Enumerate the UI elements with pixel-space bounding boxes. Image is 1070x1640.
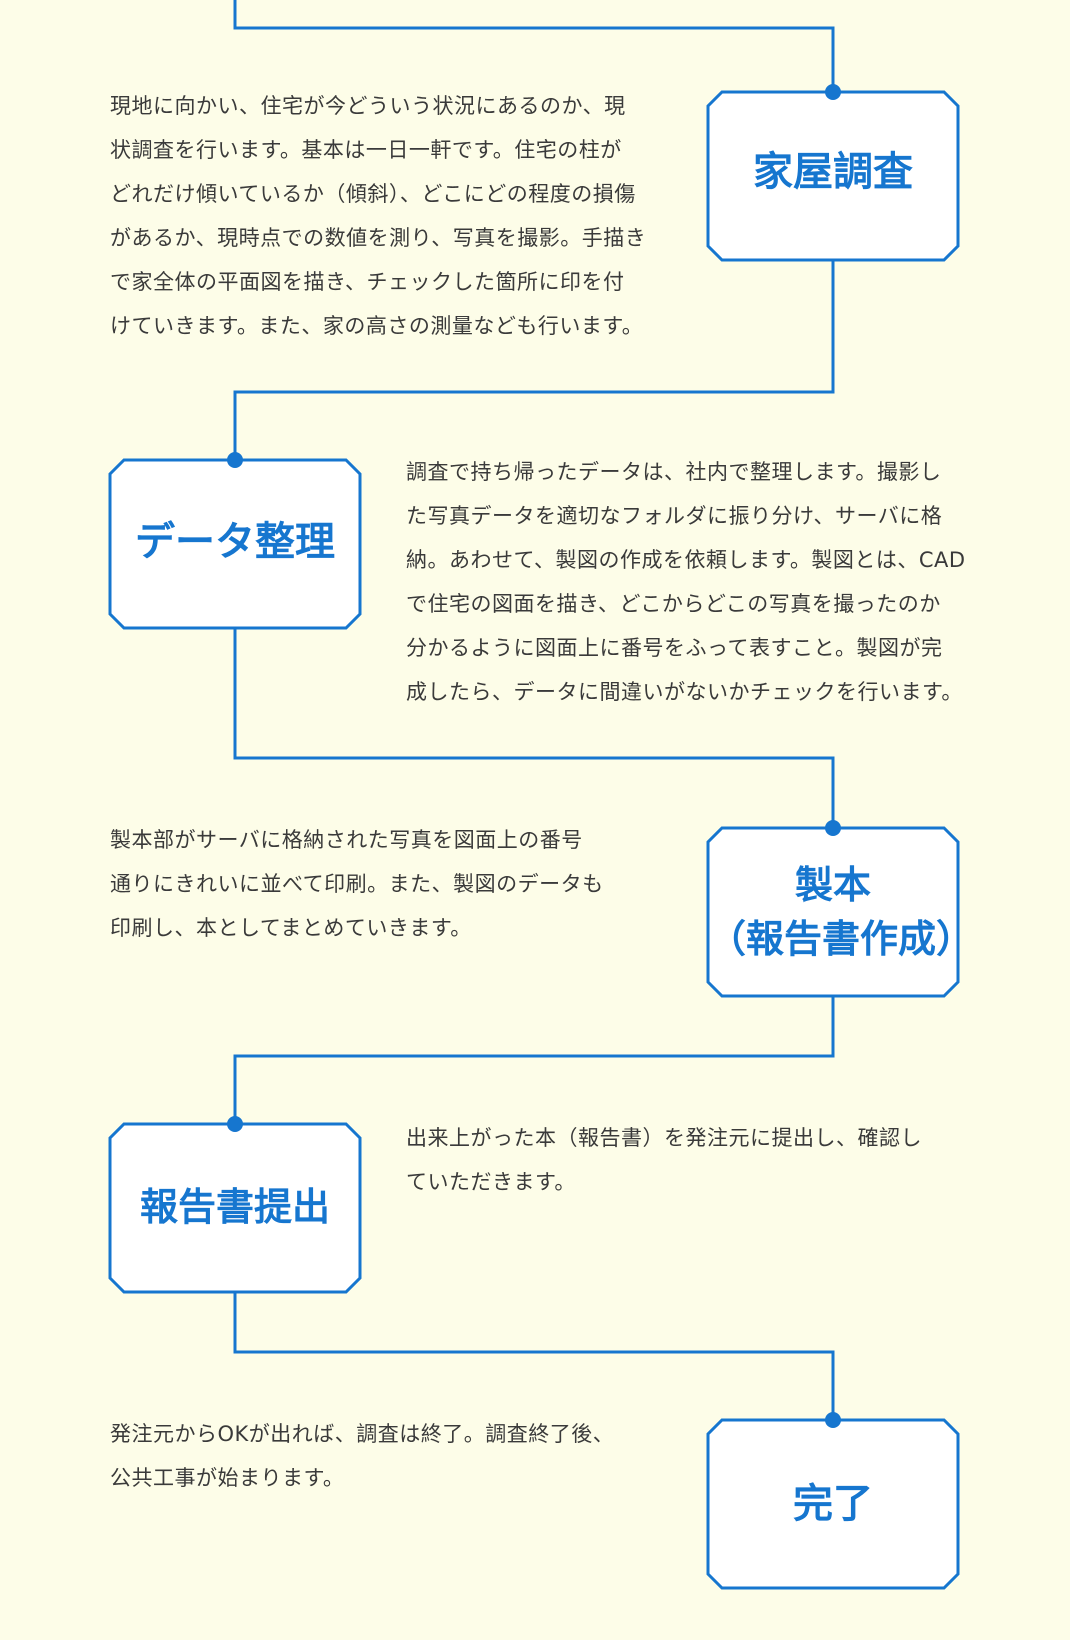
connector-line [233, 260, 835, 460]
connector-lines [233, 0, 835, 1420]
step-title-bookbinding: 製本 （報告書作成） [708, 858, 975, 966]
step-box [108, 1122, 362, 1294]
step-title-line: 報告書提出 [139, 1185, 330, 1229]
description-line: 印刷し、本としてまとめていきます。 [110, 916, 472, 940]
description-line: 納。あわせて、製図の作成を依頼します。製図とは、CAD [406, 548, 966, 572]
step-description-data-organization: 調査で持ち帰ったデータは、社内で整理します。撮影し た写真データを適切なフォルダ… [406, 450, 966, 714]
description-line: けていきます。また、家の高さの測量なども行います。 [110, 314, 644, 338]
description-line: 通りにきれいに並べて印刷。また、製図のデータも [110, 872, 604, 896]
step-description-bookbinding: 製本部がサーバに格納された写真を図面上の番号 通りにきれいに並べて印刷。また、製… [110, 818, 670, 950]
connector-dots [227, 84, 841, 1428]
connector-dot [825, 84, 841, 100]
connector-line [233, 628, 835, 828]
step-box [706, 826, 960, 998]
description-line: 成したら、データに間違いがないかチェックを行います。 [406, 680, 963, 704]
description-line: 公共工事が始まります。 [110, 1466, 345, 1490]
description-line: で家全体の平面図を描き、チェックした箇所に印を付 [110, 270, 625, 294]
step-box [108, 458, 362, 630]
description-line: 調査で持ち帰ったデータは、社内で整理します。撮影し [406, 460, 942, 484]
step-title-completion: 完了 [708, 1476, 958, 1532]
step-boxes [108, 90, 960, 1590]
step-title-line: 製本 [794, 863, 871, 907]
connector-line [233, 0, 835, 92]
step-description-house-survey: 現地に向かい、住宅が今どういう状況にあるのか、現 状調査を行います。基本は一日一… [110, 84, 670, 348]
step-title-house-survey: 家屋調査 [708, 144, 958, 200]
connector-dot [825, 1412, 841, 1428]
connector-dot [825, 820, 841, 836]
description-line: た写真データを適切なフォルダに振り分け、サーバに格 [406, 504, 943, 528]
description-line: 状調査を行います。基本は一日一軒です。住宅の柱が [110, 138, 622, 162]
step-description-completion: 発注元からOKが出れば、調査は終了。調査終了後、 公共工事が始まります。 [110, 1412, 670, 1500]
connector-line [233, 1292, 835, 1420]
step-title-data-organization: データ整理 [110, 514, 360, 570]
step-box [706, 1418, 960, 1590]
description-line: どれだけ傾いているか（傾斜）、どこにどの程度の損傷 [110, 182, 636, 206]
connector-dot [227, 1116, 243, 1132]
step-title-line: （報告書作成） [708, 917, 975, 961]
description-line: 分かるように図面上に番号をふって表すこと。製図が完 [406, 636, 943, 660]
description-line: があるか、現時点での数値を測り、写真を撮影。手描き [110, 226, 647, 250]
step-title-line: 完了 [793, 1481, 873, 1527]
connector-dot [227, 452, 243, 468]
description-line: 製本部がサーバに格納された写真を図面上の番号 [110, 828, 583, 852]
description-line: 発注元からOKが出れば、調査は終了。調査終了後、 [110, 1422, 615, 1446]
step-title-line: データ整理 [135, 519, 335, 565]
description-line: で住宅の図面を描き、どこからどこの写真を撮ったのか [406, 592, 941, 616]
step-title-report-submission: 報告書提出 [110, 1180, 360, 1234]
description-line: ていただきます。 [406, 1170, 576, 1194]
description-line: 現地に向かい、住宅が今どういう状況にあるのか、現 [110, 94, 626, 118]
step-description-report-submission: 出来上がった本（報告書）を発注元に提出し、確認し ていただきます。 [406, 1116, 966, 1204]
step-title-line: 家屋調査 [753, 149, 913, 195]
step-box [706, 90, 960, 262]
description-line: 出来上がった本（報告書）を発注元に提出し、確認し [406, 1126, 922, 1150]
connector-line [233, 996, 835, 1124]
